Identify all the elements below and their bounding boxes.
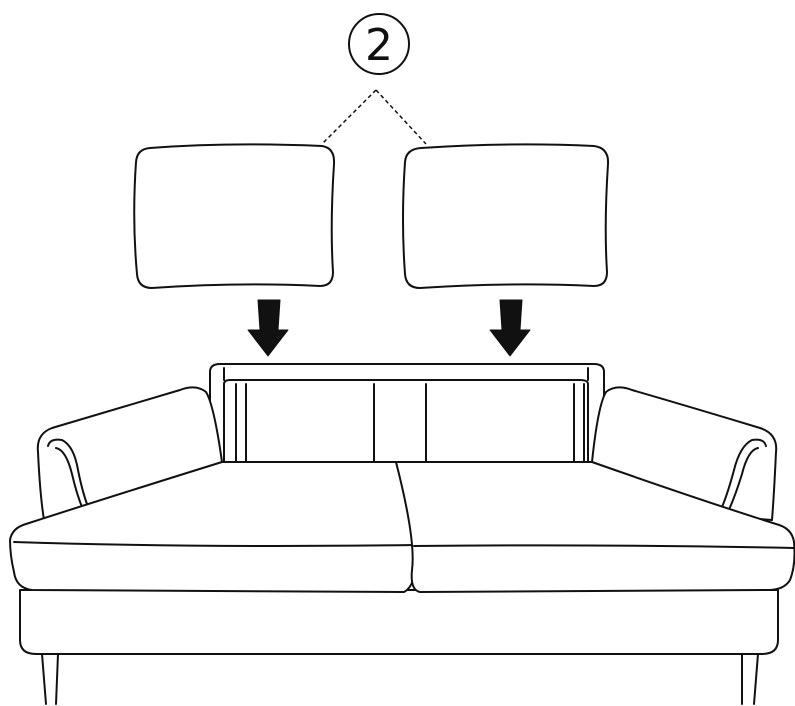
callout-circle [348, 13, 410, 75]
seat-cushion-right-welt [413, 544, 795, 549]
leader-line-right [375, 89, 427, 145]
leader-line-left [321, 89, 377, 145]
seat-cushion-left-welt [13, 541, 417, 547]
leader-lines [321, 89, 427, 145]
sofa-leg-right [741, 653, 759, 705]
seat-cushion-right [395, 461, 795, 593]
down-arrow-icon [489, 299, 531, 357]
down-arrow-icon [247, 299, 289, 357]
callout-2: 2 [348, 13, 410, 75]
back-cushion-left [133, 143, 336, 289]
sofa-base [19, 589, 779, 655]
back-cushion-right [402, 143, 610, 289]
sofa-arm-left-piping [47, 438, 93, 517]
sofa-back-lip [223, 367, 589, 381]
sofa-arm-right-piping [717, 438, 767, 517]
callout-number: 2 [365, 20, 393, 71]
sofa-back-inner-top [223, 379, 589, 463]
sofa-arm-right-piping-inner [725, 447, 759, 517]
sofa-leg-left [41, 653, 59, 705]
sofa-back-frame [209, 363, 605, 463]
sofa [9, 363, 795, 705]
